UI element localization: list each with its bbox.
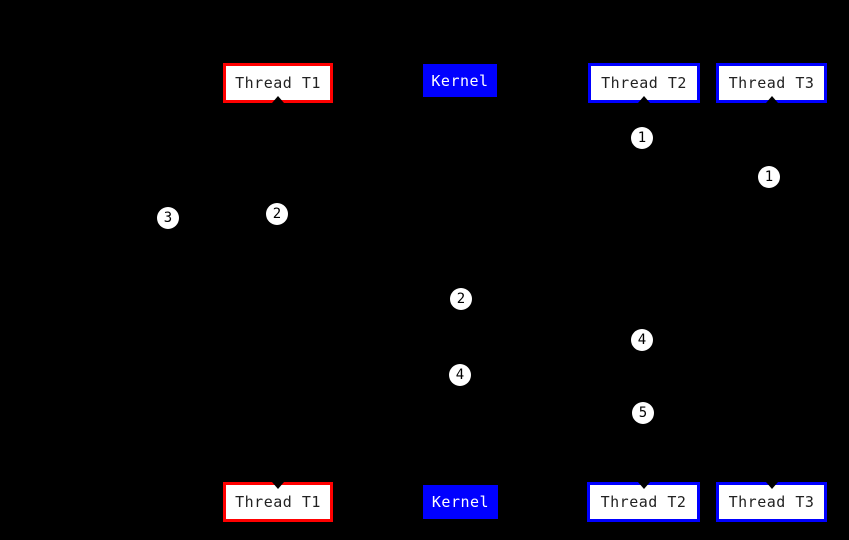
step-marker-2-thread-t1: 2 bbox=[266, 203, 288, 225]
actor-box-thread-t3-bottom: Thread T3 bbox=[716, 482, 827, 522]
step-marker-3: 3 bbox=[157, 207, 179, 229]
step-marker-value: 2 bbox=[456, 291, 466, 307]
actor-box-kernel-bottom: Kernel bbox=[423, 485, 498, 519]
step-marker-1-thread-t2: 1 bbox=[631, 127, 653, 149]
step-marker-value: 4 bbox=[455, 367, 465, 383]
step-marker-value: 1 bbox=[764, 169, 774, 185]
actor-label-thread-t3-top: Thread T3 bbox=[728, 74, 815, 92]
step-marker-value: 2 bbox=[272, 206, 282, 222]
step-marker-2-kernel: 2 bbox=[450, 288, 472, 310]
actor-box-kernel-top: Kernel bbox=[423, 64, 497, 97]
actor-box-thread-t2-top: Thread T2 bbox=[588, 63, 700, 103]
step-marker-value: 1 bbox=[637, 130, 647, 146]
step-marker-1-thread-t3: 1 bbox=[758, 166, 780, 188]
actor-label-kernel-bottom: Kernel bbox=[431, 493, 490, 511]
actor-label-thread-t2-bottom: Thread T2 bbox=[600, 493, 687, 511]
actor-box-thread-t2-bottom: Thread T2 bbox=[587, 482, 700, 522]
step-marker-value: 3 bbox=[163, 210, 173, 226]
actor-label-thread-t2-top: Thread T2 bbox=[601, 74, 687, 92]
actor-label-thread-t1-bottom: Thread T1 bbox=[235, 493, 321, 511]
step-marker-4-kernel: 4 bbox=[449, 364, 471, 386]
step-marker-value: 4 bbox=[637, 332, 647, 348]
actor-box-thread-t1-bottom: Thread T1 bbox=[223, 482, 333, 522]
step-marker-5: 5 bbox=[632, 402, 654, 424]
step-marker-value: 5 bbox=[638, 405, 648, 421]
step-marker-4-thread-t2: 4 bbox=[631, 329, 653, 351]
actor-box-thread-t1-top: Thread T1 bbox=[223, 63, 333, 103]
actor-label-thread-t1-top: Thread T1 bbox=[235, 74, 321, 92]
actor-label-kernel-top: Kernel bbox=[431, 71, 489, 90]
actor-box-thread-t3-top: Thread T3 bbox=[716, 63, 827, 103]
actor-label-thread-t3-bottom: Thread T3 bbox=[728, 493, 815, 511]
